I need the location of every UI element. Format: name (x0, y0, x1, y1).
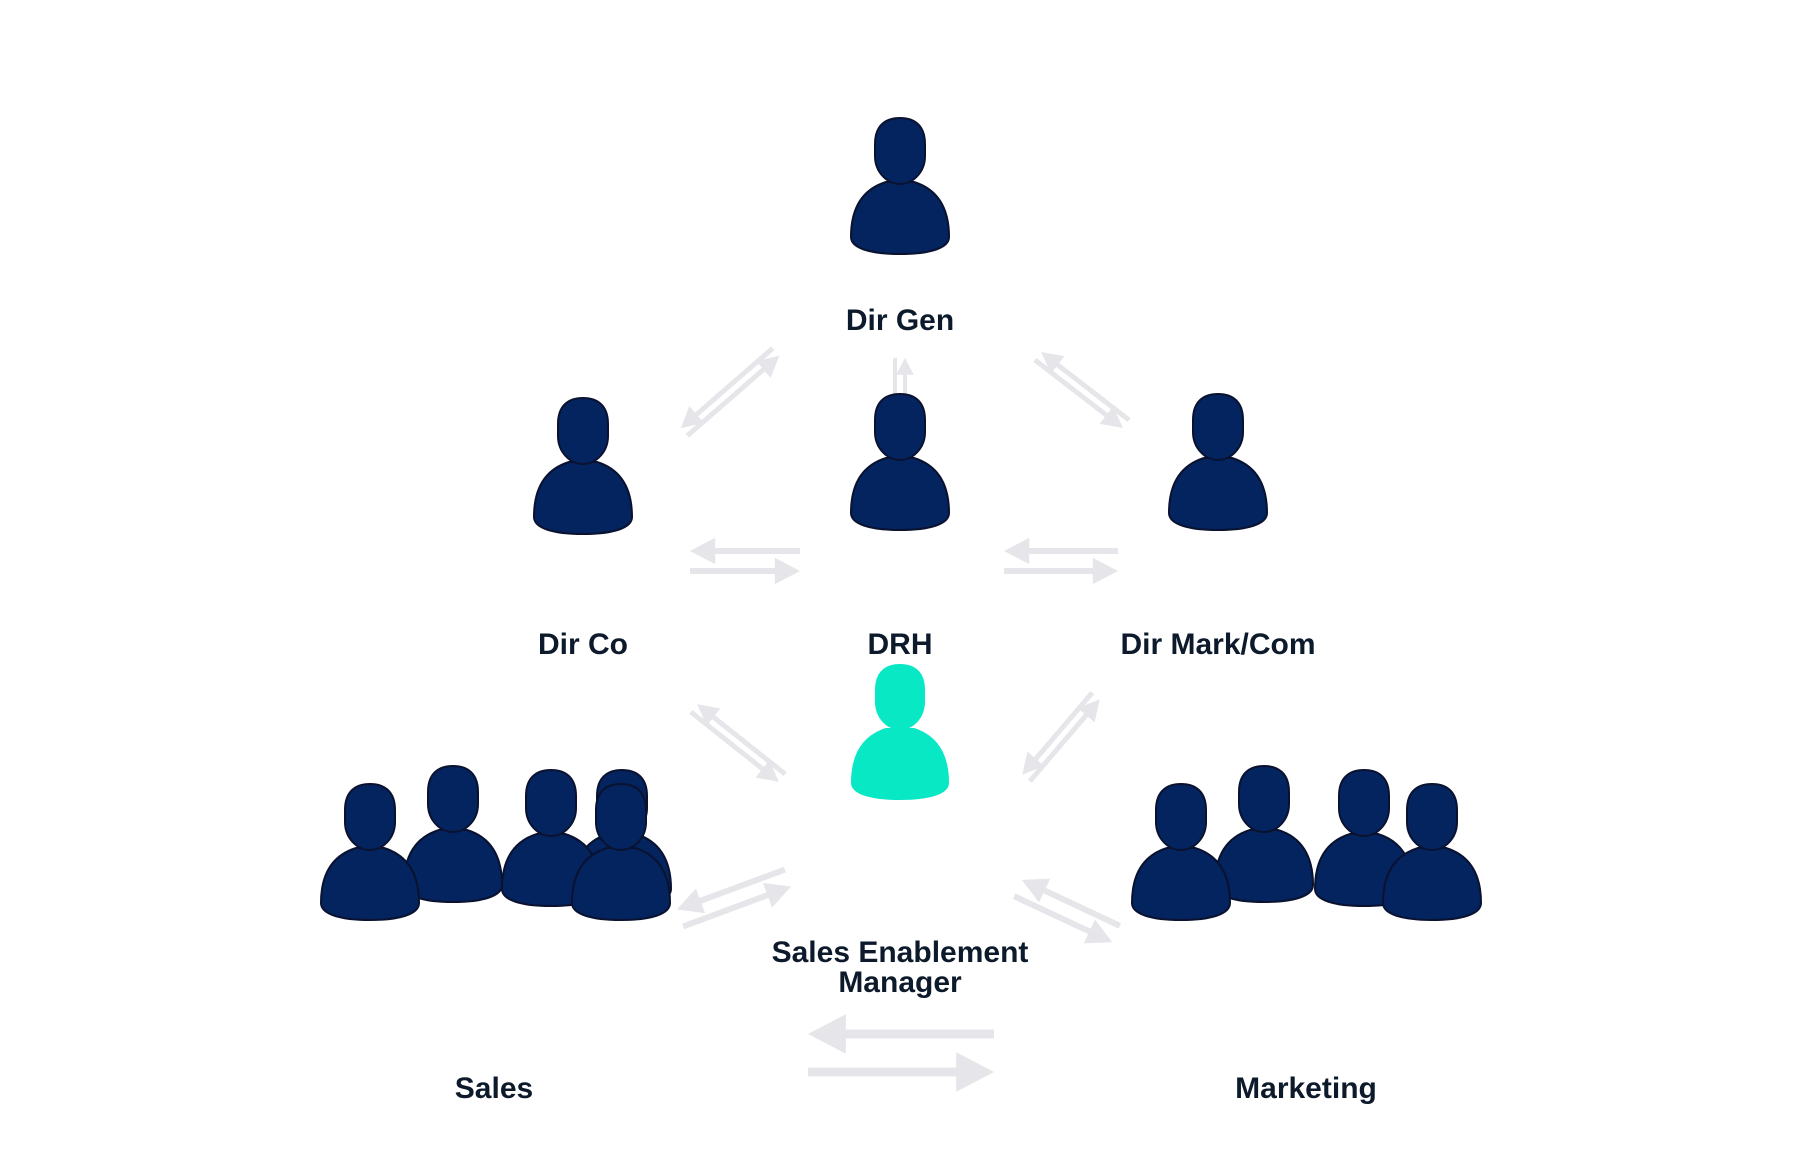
group-icon (320, 765, 672, 921)
drh-label: DRH (867, 628, 933, 661)
arrow-dir-gen-dir-mark (1033, 352, 1131, 428)
person-icon (851, 664, 949, 800)
arrow-dir-co-sem (689, 704, 787, 782)
connection-arrows (676, 346, 1131, 1092)
sales-enablement-manager-label: Sales Enablement Manager (740, 938, 1060, 998)
person-icon (1214, 765, 1314, 903)
drh-node (850, 393, 950, 531)
person-icon (1131, 783, 1231, 921)
group-icon (1131, 765, 1482, 921)
arrow-sem-sales (676, 866, 792, 930)
marketing-group-node (1131, 765, 1482, 921)
arrow-drh-dir-mark (1004, 537, 1118, 585)
dir-mark-com-label: Dir Mark/Com (1120, 628, 1316, 661)
dir-gen-node (850, 117, 950, 255)
sales-enablement-manager-label-line1: Sales Enablement (771, 936, 1029, 969)
arrow-sem-marketing (1012, 878, 1122, 944)
arrow-dir-gen-dir-co (680, 346, 780, 438)
person-icon (533, 397, 633, 535)
person-icon (850, 393, 950, 531)
arrow-dir-mark-sem (1022, 691, 1100, 783)
person-icon (850, 117, 950, 255)
person-icon (403, 765, 503, 903)
sales-enablement-manager-node (851, 664, 949, 800)
dir-co-label: Dir Co (538, 628, 628, 661)
dir-mark-com-node (1168, 393, 1268, 531)
sales-label: Sales (454, 1072, 534, 1105)
sales-group-node (320, 765, 672, 921)
dir-gen-label: Dir Gen (845, 304, 955, 337)
person-icon (1168, 393, 1268, 531)
arrow-dir-co-drh (690, 537, 800, 585)
marketing-label: Marketing (1235, 1072, 1377, 1105)
dir-co-node (533, 397, 633, 535)
arrow-sales-marketing (808, 1014, 994, 1092)
sales-enablement-manager-label-line2: Manager (838, 966, 962, 999)
person-icon (320, 783, 420, 921)
